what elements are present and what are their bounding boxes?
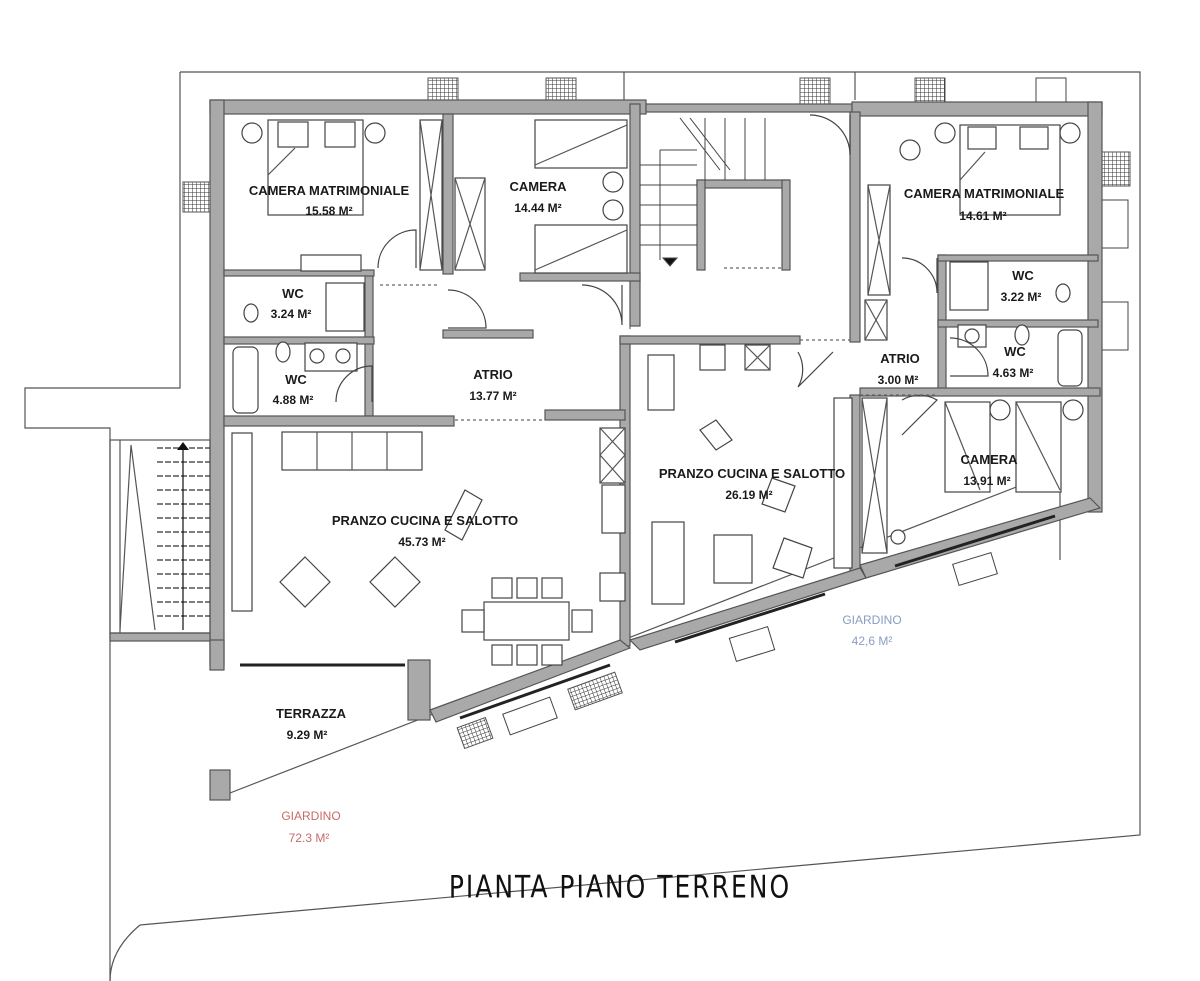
room-area-pranzo-right: 26.19 M²: [725, 488, 772, 502]
room-name-wc-right-1: WC: [1012, 268, 1034, 283]
room-area-atrio-left: 13.77 M²: [469, 389, 516, 403]
room-area-wc-right-2: 4.63 M²: [993, 366, 1034, 380]
furniture: [231, 119, 1084, 666]
room-name-camera-left: CAMERA: [509, 179, 567, 194]
room-area-wc-left-2: 4.88 M²: [273, 393, 314, 407]
garden-area-right: 42,6 M²: [852, 634, 893, 648]
room-area-camera-right: 13.91 M²: [963, 474, 1010, 488]
room-name-camera-matrimoniale-left: CAMERA MATRIMONIALE: [249, 183, 410, 198]
room-area-camera-matrimoniale-left: 15.58 M²: [305, 204, 352, 218]
room-name-terrazza: TERRAZZA: [276, 706, 347, 721]
room-name-pranzo-left: PRANZO CUCINA E SALOTTO: [332, 513, 518, 528]
room-area-wc-left-1: 3.24 M²: [271, 307, 312, 321]
garden-name-left: GIARDINO: [281, 809, 340, 823]
room-area-wc-right-1: 3.22 M²: [1001, 290, 1042, 304]
room-area-camera-matrimoniale-right: 14.61 M²: [959, 209, 1006, 223]
room-name-camera-matrimoniale-right: CAMERA MATRIMONIALE: [904, 186, 1065, 201]
plan-title: PIANTA PIANO TERRENO: [449, 869, 791, 905]
room-name-pranzo-right: PRANZO CUCINA E SALOTTO: [659, 466, 845, 481]
garden-name-right: GIARDINO: [842, 613, 901, 627]
room-area-camera-left: 14.44 M²: [514, 201, 561, 215]
room-name-wc-left-2: WC: [285, 372, 307, 387]
garden-area-left: 72.3 M²: [289, 831, 330, 845]
room-area-pranzo-left: 45.73 M²: [398, 535, 445, 549]
room-name-camera-right: CAMERA: [960, 452, 1018, 467]
room-labels: CAMERA MATRIMONIALE 15.58 M² CAMERA 14.4…: [249, 179, 1065, 742]
room-name-atrio-right: ATRIO: [880, 351, 919, 366]
doors: [335, 114, 989, 436]
room-name-wc-left-1: WC: [282, 286, 304, 301]
outdoor-stair: [109, 439, 211, 634]
room-name-wc-right-2: WC: [1004, 344, 1026, 359]
room-name-atrio-left: ATRIO: [473, 367, 512, 382]
interior-stair: [640, 117, 766, 267]
room-area-atrio-right: 3.00 M²: [878, 373, 919, 387]
openings: [380, 267, 938, 421]
room-area-terrazza: 9.29 M²: [287, 728, 328, 742]
garden-labels: GIARDINO 72.3 M² GIARDINO 42,6 M²: [281, 613, 901, 845]
south-facade: [240, 497, 1102, 750]
